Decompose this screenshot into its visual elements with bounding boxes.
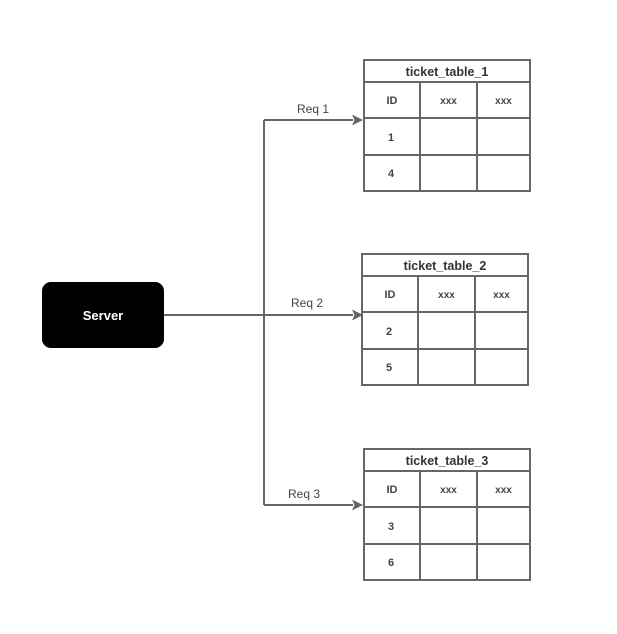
connection-req-3: Req 3 xyxy=(264,487,363,511)
table-3-border xyxy=(363,448,531,581)
connectors: Req 1 Req 2 Req 3 xyxy=(164,102,363,511)
table-2-border xyxy=(361,253,529,386)
table-1-header-col3: xxx xyxy=(495,96,512,107)
table-1-header-id: ID xyxy=(387,95,398,107)
ticket-table-1[interactable]: ticket_table_1 ID xxx xxx 1 4 xyxy=(363,59,531,192)
connection-req-1: Req 1 xyxy=(264,102,363,126)
req-2-arrowhead xyxy=(352,309,363,321)
table-1-grid xyxy=(364,81,530,191)
req-2-label: Req 2 xyxy=(291,296,323,310)
table-3-row-2-id: 6 xyxy=(388,557,394,569)
server-node[interactable]: Server xyxy=(42,282,164,348)
table-1-border xyxy=(363,59,531,192)
table-3-grid xyxy=(364,470,530,580)
table-2-title: ticket_table_2 xyxy=(404,259,487,273)
table-2-row-1-id: 2 xyxy=(386,326,392,338)
server-label: Server xyxy=(83,308,123,323)
connection-req-2: Req 2 xyxy=(264,296,363,321)
table-3-title: ticket_table_3 xyxy=(406,454,489,468)
req-3-arrowhead xyxy=(352,499,363,511)
table-3-row-1-id: 3 xyxy=(388,521,394,533)
table-1-header-col2: xxx xyxy=(440,96,457,107)
table-3-header-col3: xxx xyxy=(495,485,512,496)
ticket-table-2[interactable]: ticket_table_2 ID xxx xxx 2 5 xyxy=(361,253,529,386)
table-1-row-1-id: 1 xyxy=(388,132,394,144)
table-2-row-2-id: 5 xyxy=(386,362,392,374)
table-2-header-col3: xxx xyxy=(493,290,510,301)
req-3-label: Req 3 xyxy=(288,487,320,501)
req-1-arrowhead xyxy=(352,114,363,126)
table-2-grid xyxy=(362,275,528,385)
table-2-header-col2: xxx xyxy=(438,290,455,301)
table-3-header-id: ID xyxy=(387,484,398,496)
table-1-title: ticket_table_1 xyxy=(406,65,489,79)
server-box xyxy=(42,282,164,348)
req-1-label: Req 1 xyxy=(297,102,329,116)
ticket-table-3[interactable]: ticket_table_3 ID xxx xxx 3 6 xyxy=(363,448,531,581)
table-2-header-id: ID xyxy=(385,289,396,301)
table-1-row-2-id: 4 xyxy=(388,168,395,180)
table-3-header-col2: xxx xyxy=(440,485,457,496)
